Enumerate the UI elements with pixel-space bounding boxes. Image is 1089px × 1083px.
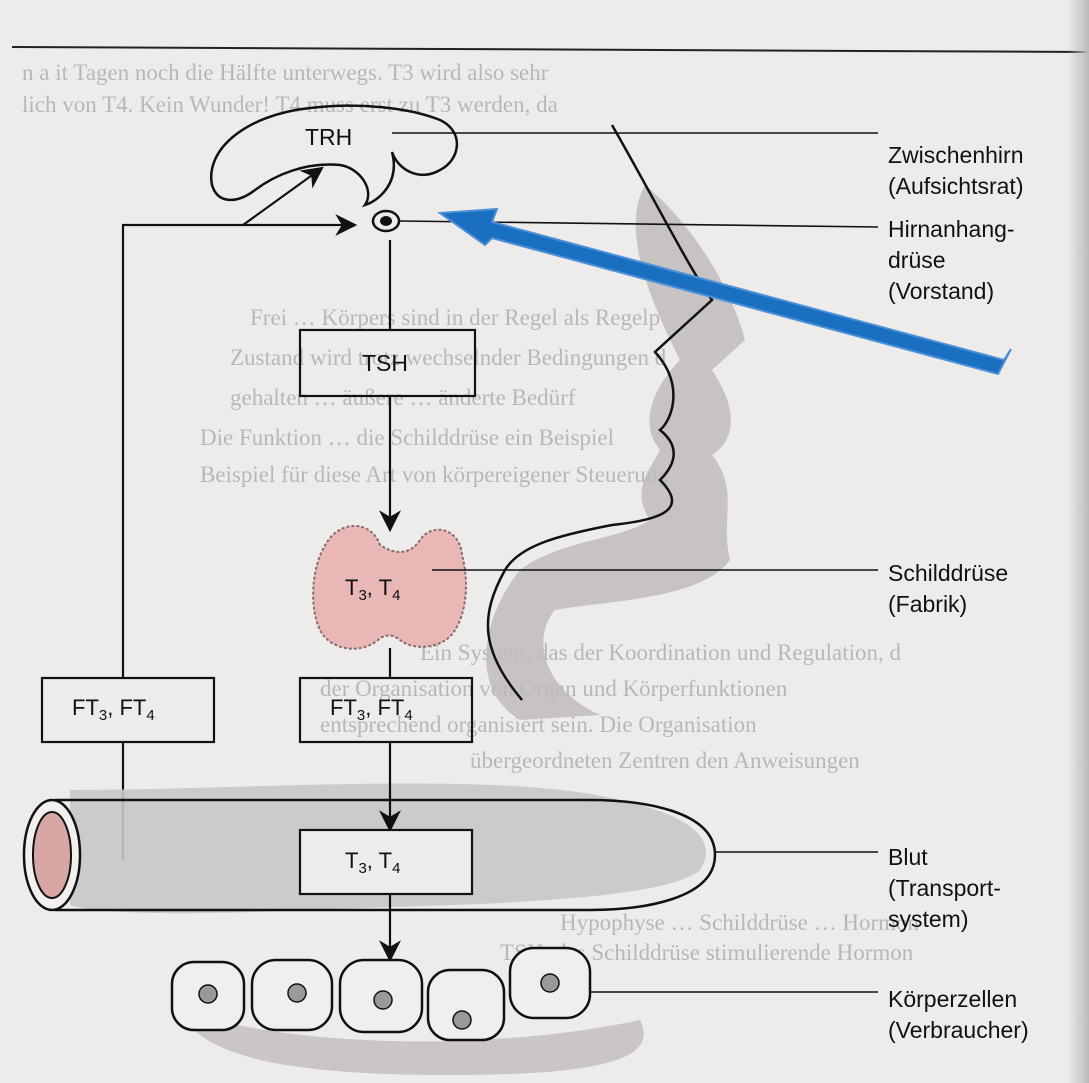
label-hirnanhang-line1: Hirnanhang-	[888, 214, 1015, 245]
label-koerperzellen: Körperzellen (Verbraucher)	[888, 984, 1029, 1046]
ft-center-label: FT3, FT4	[330, 695, 413, 724]
label-koerperzellen-line1: Körperzellen	[888, 984, 1029, 1015]
label-hirnanhang-line2: drüse	[888, 245, 1015, 276]
tsh-label: TSH	[362, 350, 408, 377]
label-schilddruese: Schilddrüse (Fabrik)	[888, 558, 1008, 620]
pituitary-gland	[373, 211, 399, 231]
arrow-to-brain	[243, 168, 322, 225]
label-hirnanhang-line3: (Vorstand)	[888, 276, 1015, 307]
label-blut-line3: system)	[888, 904, 1001, 935]
label-zwischenhirn-line2: (Aufsichtsrat)	[888, 171, 1024, 202]
feedback-line	[123, 225, 355, 860]
page-edge-shade	[1067, 0, 1089, 1083]
brain-outline	[211, 106, 457, 205]
label-blut: Blut (Transport- system)	[888, 842, 1001, 935]
thyroid-hormones-label: T3, T4	[345, 575, 400, 604]
ft-left-label: FT3, FT4	[72, 695, 155, 724]
label-zwischenhirn: Zwischenhirn (Aufsichtsrat)	[888, 140, 1024, 202]
label-schilddruese-line1: Schilddrüse	[888, 558, 1008, 589]
body-cells	[172, 948, 590, 1040]
page-top-rule	[12, 47, 1089, 52]
label-hirnanhang: Hirnanhang- drüse (Vorstand)	[888, 214, 1015, 307]
label-blut-line1: Blut	[888, 842, 1001, 873]
label-schilddruese-line2: (Fabrik)	[888, 589, 1008, 620]
t-blood-label: T3, T4	[345, 848, 400, 877]
label-zwischenhirn-line1: Zwischenhirn	[888, 140, 1024, 171]
trh-label: TRH	[305, 124, 352, 151]
label-blut-line2: (Transport-	[888, 873, 1001, 904]
label-koerperzellen-line2: (Verbraucher)	[888, 1015, 1029, 1046]
